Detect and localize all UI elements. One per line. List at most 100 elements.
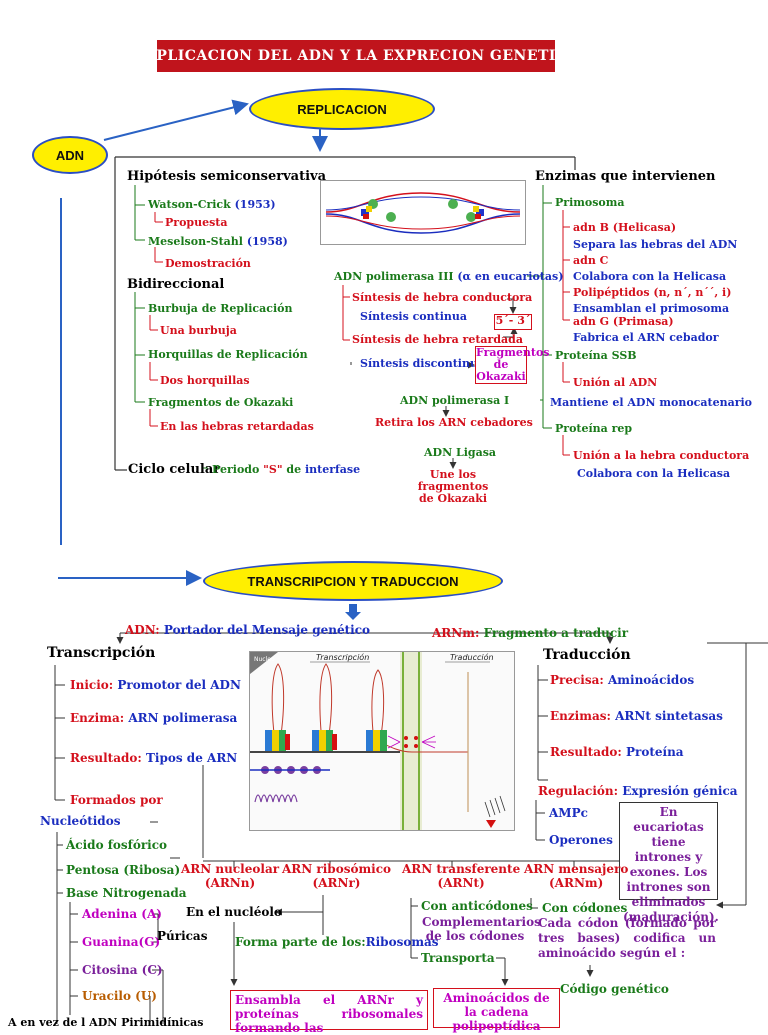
arn-transferente: ARN transferente(ARNt)	[402, 862, 520, 890]
fragmentos-okazaki-label: Fragmentos de Okazaki	[476, 346, 550, 383]
hebras-retardadas-label: En las hebras retardadas	[160, 420, 314, 433]
cada-codon-label: Cada códon (formado por tres bases) codi…	[538, 916, 716, 960]
direccion-label: 5´- 3´	[495, 314, 531, 327]
adenina-label: Adenina (A)	[82, 907, 162, 921]
regulacion-label: Regulación:	[538, 784, 619, 798]
polipeptidos-label: Polipéptidos (n, n´, n´´, i)	[573, 286, 732, 299]
arn-mensajero: ARN mensajero(ARNm)	[524, 862, 628, 890]
enzimas-bottom-label: Enzimas:	[550, 709, 611, 723]
demostracion-label: Demostración	[165, 257, 251, 270]
adnb-label: adn B (Helicasa)	[573, 221, 677, 234]
uracilo-label: Uracilo (U)	[82, 989, 157, 1003]
enzimas-row: Enzimas: ARNt sintetasas	[550, 709, 723, 723]
interfase-label: interfase	[304, 463, 361, 476]
dos-horquillas-label: Dos horquillas	[160, 374, 250, 387]
promotor-label: Promotor del ADN	[117, 678, 241, 692]
inicio-label: Inicio:	[70, 678, 114, 692]
eucariotas-box: En eucariotas tiene intrones y exones. L…	[619, 802, 719, 924]
arn-nucleolar: ARN nucleolar(ARNn)	[181, 862, 279, 890]
precisa-row: Precisa: Aminoácidos	[550, 673, 694, 687]
aminoacidos-label: Aminoácidos	[608, 673, 695, 687]
arnm-paren-label: (ARNm)	[549, 876, 604, 890]
resultado2-label: Resultado:	[550, 745, 622, 759]
enzima-label: Enzima:	[70, 711, 125, 725]
fig-traduccion-label: Traducción	[450, 652, 494, 662]
rep-label: Proteína rep	[555, 422, 633, 435]
acido-label: Ácido fosfórico	[66, 838, 168, 852]
guanina-label: Guanina(G)	[82, 935, 161, 949]
sintesis-continua: Síntesis continua	[360, 310, 468, 323]
arnr-label: (ARNr)	[312, 876, 361, 890]
enzima-row: Enzima: ARN polimerasa	[70, 711, 237, 725]
ciclo-celular: Ciclo celular	[128, 462, 220, 477]
puricas-label: Púricas	[157, 929, 208, 943]
arn-pol-label: ARN polimerasa	[128, 711, 238, 725]
aminoacidos-cadena-box: Aminoácidos de la cadena polipeptídica	[433, 988, 560, 1033]
primosoma-label: Primosoma	[555, 196, 625, 209]
rnapol-3	[366, 730, 387, 752]
sintesis-conductora: Síntesis de hebra conductora	[352, 291, 533, 304]
page-title: REPLICACION DEL ADN Y LA EXPRECION GENET…	[133, 40, 578, 72]
adng-label: adn G (Primasa)	[573, 315, 674, 328]
regulacion-row: Regulación: Expresión génica	[538, 784, 738, 798]
ssb-label: Proteína SSB	[555, 349, 637, 362]
transporta-label: Transporta	[421, 951, 495, 965]
arnn-label: (ARNn)	[204, 876, 256, 890]
periodo-label: Periodo	[212, 463, 260, 476]
arn-ribosomico: ARN ribosómico(ARNr)	[282, 862, 391, 890]
burbuja-label: Burbuja de Replicación	[148, 302, 293, 315]
nucleotidos-label: Nucleótidos	[40, 814, 121, 828]
arn-mensajero-label: ARN mensajero	[524, 862, 629, 876]
fragmento-label: Fragmento a traducir	[483, 626, 629, 640]
arnm-fragmento: ARNm: Fragmento a traducir	[432, 626, 628, 640]
colabora2-label: Colabora con la Helicasa	[577, 467, 731, 480]
eucariotas-label: (α en eucariotas)	[457, 270, 564, 283]
polimerasa1: ADN polimerasa I	[400, 394, 510, 407]
adn-node-label: ADN	[55, 147, 85, 163]
retira-label: Retira los ARN cebadores	[375, 416, 533, 429]
s-label: "S"	[263, 463, 283, 476]
inicio-row: Inicio: Promotor del ADN	[70, 678, 241, 692]
citosina-label: Citosina (C)	[82, 963, 163, 977]
transcripcion-traduccion-label: TRANSCRIPCION Y TRADUCCION	[247, 573, 459, 589]
traduccion-heading: Traducción	[543, 647, 631, 663]
arn-ribosomico-label: ARN ribosómico	[282, 862, 392, 876]
expresion-label: Expresión génica	[622, 784, 738, 798]
ampc-label: AMPc	[549, 806, 588, 820]
separa-label: Separa las hebras del ADN	[573, 238, 738, 251]
en-nucleolo: En el nucléolo	[186, 905, 282, 919]
replicacion-node-label: REPLICACION	[297, 101, 387, 117]
watson-name: Watson-Crick	[148, 198, 231, 211]
propuesta-label: Propuesta	[165, 216, 228, 229]
base-label: Base Nitrogenada	[66, 886, 187, 900]
fragmentos-label: Fragmentos de Okazaki	[148, 396, 294, 409]
con-codones: Con códones	[542, 901, 628, 915]
meselson-name: Meselson-Stahl	[148, 235, 243, 248]
eucariotas-box-text: En eucariotas tiene intrones y exones. L…	[623, 805, 719, 924]
tt-figure-svg: Nucleo Transcripción Traducción	[250, 652, 514, 830]
arnm-label: ARNm:	[432, 626, 480, 640]
rnapol-1	[265, 730, 290, 752]
fig-nucleo-label: Nucleo	[254, 656, 275, 663]
arnt-label: (ARNt)	[437, 876, 485, 890]
proteina-label: Proteína	[625, 745, 684, 759]
arnt-sint-label: ARNt sintetasas	[615, 709, 723, 723]
arn-nucleolar-label: ARN nucleolar	[181, 862, 280, 876]
rnapol-2	[312, 730, 337, 752]
tipos-label: Tipos de ARN	[145, 751, 238, 765]
fragmentos-okazaki-box: Fragmentos de Okazaki	[475, 346, 549, 384]
complementarios-label: Complementarios de los códones	[422, 915, 541, 943]
une-label: Une los fragmentos de Okazaki	[417, 468, 489, 505]
resultado2-row: Resultado: Proteína	[550, 745, 684, 759]
replication-bubble-figure	[320, 180, 526, 245]
union-adn-label: Unión al ADN	[573, 376, 658, 389]
sintesis-discontinua: Síntesis discontinua	[360, 357, 486, 370]
periodo-row: Periodo "S" de interfase	[212, 463, 360, 476]
adnc-label: adn C	[573, 254, 609, 267]
fabrica-label: Fabrica el ARN cebador	[573, 331, 719, 344]
transcripcion-traduccion-figure: Nucleo Transcripción Traducción	[249, 651, 515, 831]
ribosomas-label: Ribosomas	[365, 935, 439, 949]
replicacion-node: REPLICACION	[249, 88, 435, 130]
watson-year: (1953)	[234, 198, 276, 211]
ensamblan-label: Ensamblan el primosoma	[573, 302, 730, 315]
